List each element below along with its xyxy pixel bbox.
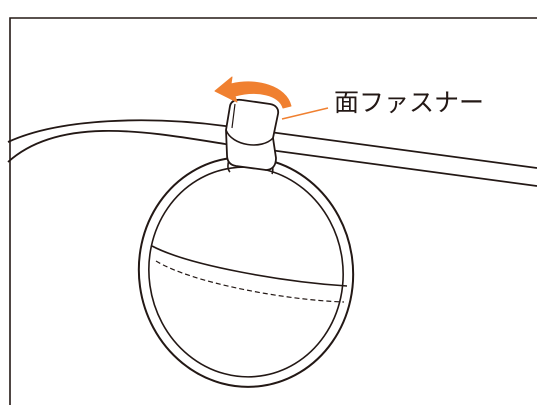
rod-upper-line <box>7 119 537 169</box>
frame-border <box>9 17 537 405</box>
pocket-stitch-line <box>155 260 345 303</box>
peel-direction-arrow-icon <box>214 76 292 109</box>
rod-lower-line <box>7 129 537 187</box>
pocket-edge <box>151 245 348 287</box>
velcro-tab-fold <box>225 129 274 146</box>
callout-label-velcro: 面ファスナー <box>334 88 485 117</box>
callout-leader-line <box>281 107 329 120</box>
velcro-tab-crease <box>231 103 236 129</box>
ring-inner <box>148 166 344 378</box>
